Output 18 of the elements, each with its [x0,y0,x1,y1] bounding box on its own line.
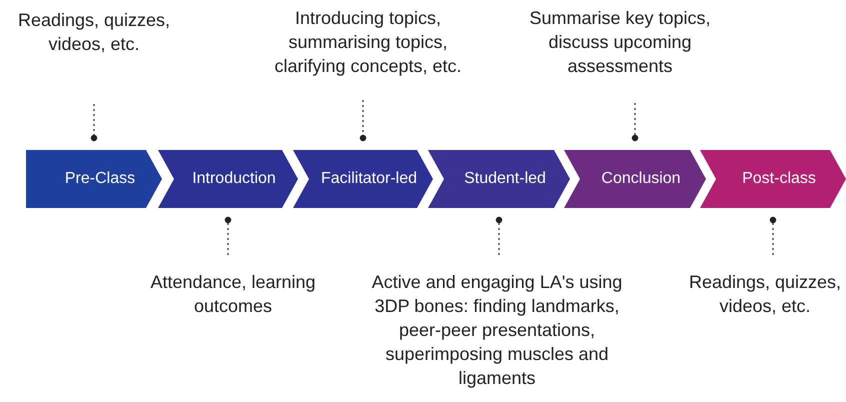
annotation-text: Summarise key topics, discuss upcoming assessments [510,6,730,78]
annotation-text: Introducing topics, summarising topics, clarifying concepts, etc. [253,6,483,78]
leader-line [90,104,98,142]
chevron-step: Pre-Class [26,150,162,208]
chevron-step: Conclusion [564,150,706,208]
chevron-step: Introduction [158,150,298,208]
leader-line [496,216,502,255]
chevron-step: Post-class [700,150,846,208]
annotation-text: Readings, quizzes, videos, etc. [675,270,846,318]
annotation-text: Readings, quizzes, videos, etc. [4,8,184,56]
chevron-step: Student-led [428,150,570,208]
annotation-text: Attendance, learning outcomes [148,270,318,318]
leader-line [770,216,776,255]
leader-line [632,103,638,142]
leader-line [360,100,366,142]
leader-line [224,216,232,255]
chevron-step: Facilitator-led [293,150,433,208]
annotation-text: Active and engaging LA's using 3DP bones: finding landmarks, peer-peer presentations, superimposing muscles and ligaments [352,270,642,390]
